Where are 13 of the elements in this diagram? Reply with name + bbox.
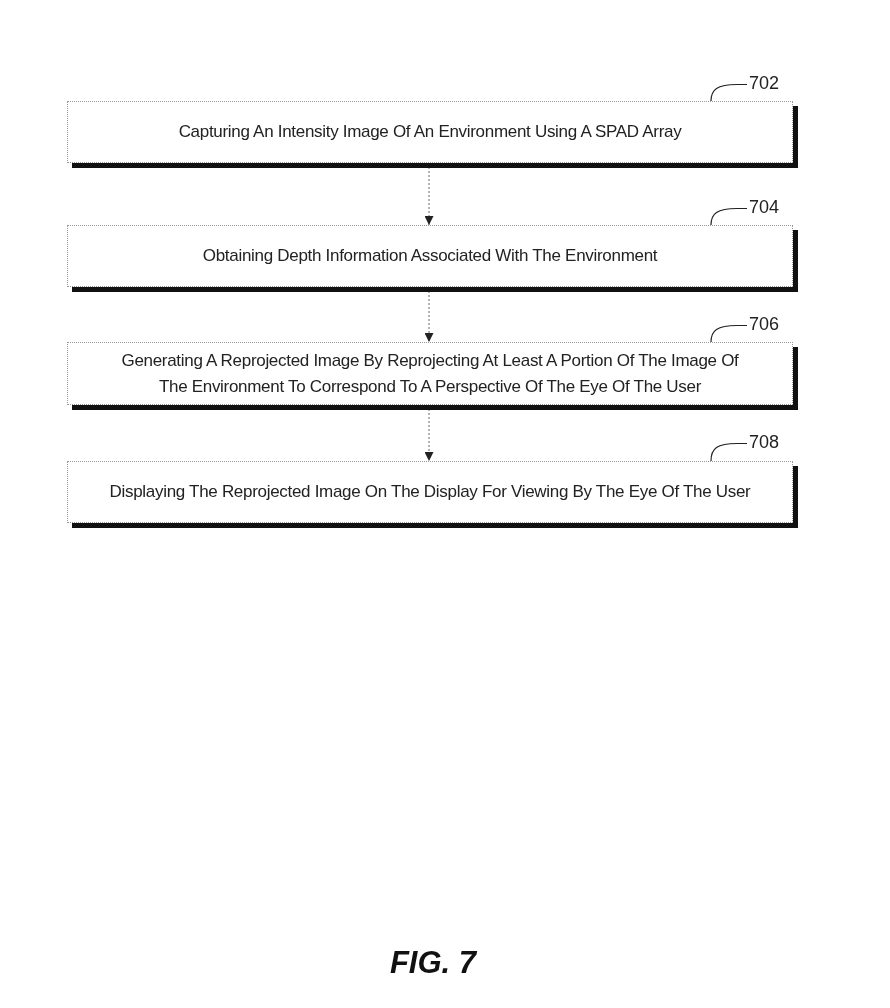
reference-numeral: 704 (749, 197, 787, 218)
reference-numeral: 708 (749, 432, 787, 453)
step-text: Obtaining Depth Information Associated With The Environment (202, 245, 658, 267)
leader-line (710, 442, 748, 462)
step-text: Capturing An Intensity Image Of An Environment Using A SPAD Array (178, 121, 682, 143)
step-text: Generating A Reprojected Image By Reprojecting At Least A Portion Of The Image Of The Environment To Correspond To A Perspective Of The Eye Of The User (120, 349, 740, 398)
figure-caption: FIG. 7 (388, 944, 478, 982)
leader-line (710, 324, 748, 343)
reference-numeral: 702 (749, 73, 787, 94)
leader-line (710, 83, 748, 102)
leader-line (710, 207, 748, 226)
step-text: Displaying The Reprojected Image On The Display For Viewing By The Eye Of The User (109, 481, 751, 503)
reference-numeral: 706 (749, 314, 787, 335)
